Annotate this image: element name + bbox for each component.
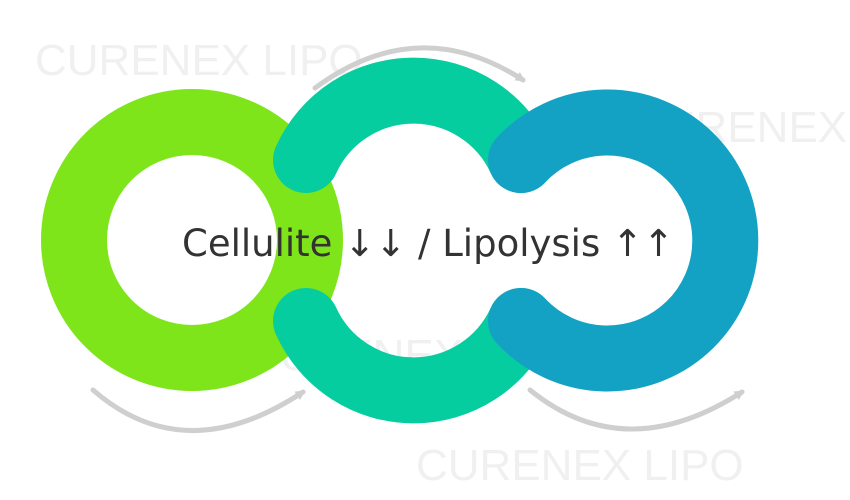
- curved-arrow-icon: [90, 387, 306, 433]
- ring-right: [488, 89, 759, 392]
- ring-middle: [273, 57, 554, 193]
- watermark-text: CURENEX LIPO: [416, 441, 744, 490]
- curved-arrow-icon: [527, 387, 745, 432]
- ring-left: [41, 89, 343, 391]
- ring-middle: [273, 288, 554, 424]
- watermark-text: CURENEX LIPO: [35, 36, 363, 85]
- diagram-caption: Cellulite ↓↓ / Lipolysis ↑↑: [182, 222, 674, 265]
- curved-arrow-icon: [312, 45, 526, 91]
